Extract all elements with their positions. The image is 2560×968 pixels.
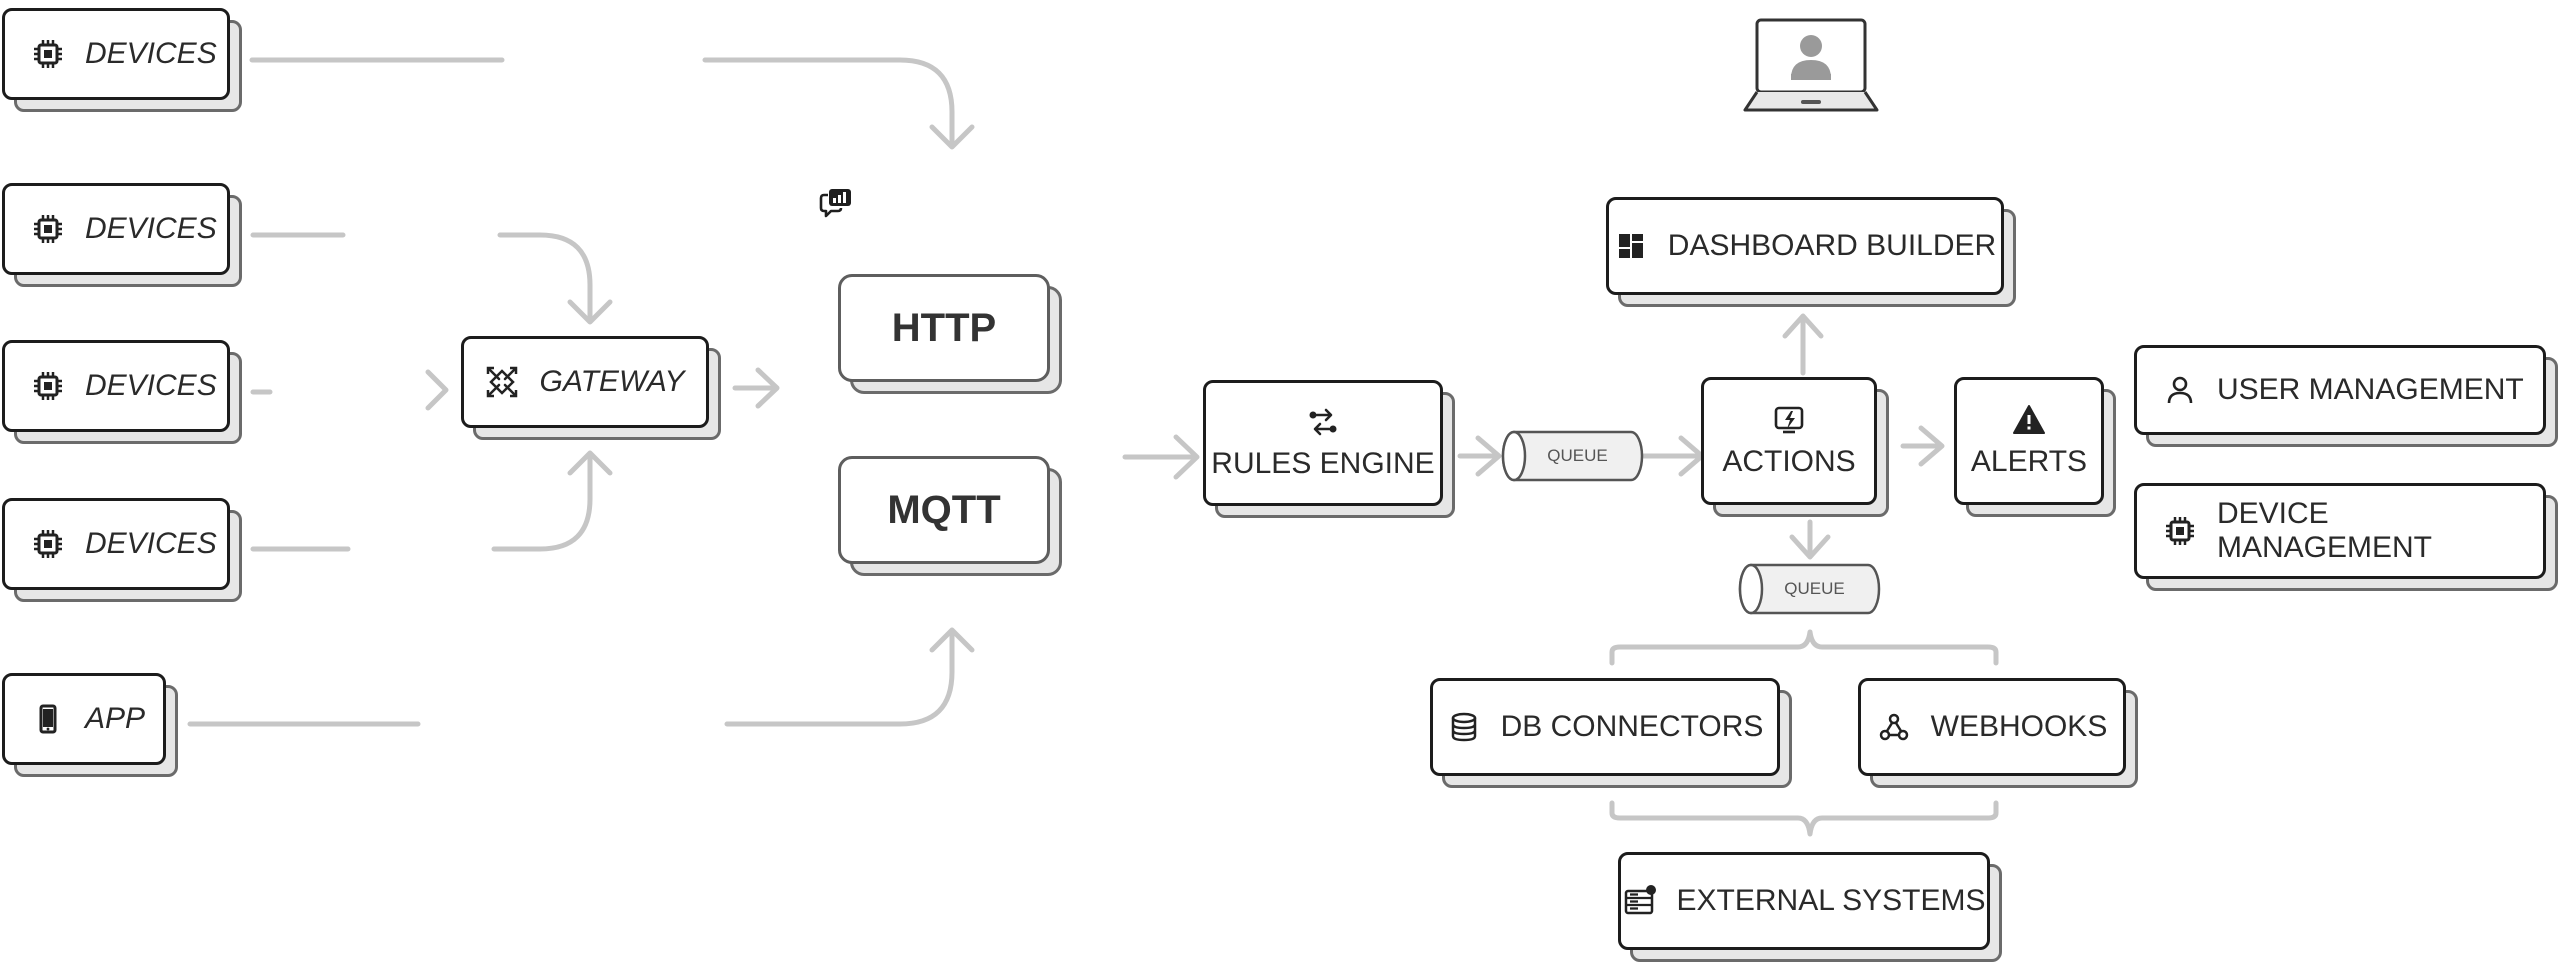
device-management-node: DEVICE MANAGEMENT: [2134, 483, 2558, 591]
webhooks-node: WEBHOOKS: [1858, 678, 2138, 788]
queue-label: QUEUE: [1784, 579, 1845, 598]
rules-engine-label: RULES ENGINE: [1211, 447, 1435, 480]
warning-icon: [2012, 403, 2046, 437]
db-connectors-node: DB CONNECTORS: [1430, 678, 1792, 788]
device-node-4: DEVICES: [2, 498, 242, 602]
device-label: DEVICES: [85, 37, 217, 70]
actions-icon: [1772, 403, 1806, 437]
chip-icon: [31, 369, 65, 403]
dashboard-builder-node: DASHBOARD BUILDER: [1606, 197, 2016, 307]
chat-chart-icon: [818, 186, 854, 220]
chip-icon: [31, 212, 65, 246]
device-node-1: DEVICES: [2, 8, 242, 112]
chip-icon: [2163, 514, 2197, 548]
user-management-label: USER MANAGEMENT: [2217, 373, 2524, 406]
gateway-label: GATEWAY: [539, 365, 685, 398]
webhooks-label: WEBHOOKS: [1930, 710, 2108, 743]
connector-device2-gateway: [250, 232, 593, 323]
alerts-node: ALERTS: [1954, 377, 2116, 517]
device-label: DEVICES: [85, 527, 217, 560]
user-management-node: USER MANAGEMENT: [2134, 345, 2558, 447]
queue-label: QUEUE: [1547, 446, 1608, 465]
queue-rules-actions: QUEUE: [1500, 429, 1645, 483]
app-node: APP: [2, 673, 178, 777]
device-label: DEVICES: [85, 369, 217, 402]
alerts-label: ALERTS: [1970, 445, 2088, 478]
chip-icon: [31, 527, 65, 561]
device-label: DEVICES: [85, 212, 217, 245]
connector-device4-gateway: [250, 452, 593, 552]
mqtt-label: MQTT: [887, 487, 1001, 532]
external-systems-label: EXTERNAL SYSTEMS: [1676, 884, 1986, 917]
brace-top: [1609, 629, 1999, 666]
mqtt-node: MQTT: [838, 456, 1062, 576]
connector-app-mqtt: [187, 629, 955, 727]
connector-device1-http: [249, 57, 955, 148]
brace-bottom: [1609, 800, 1999, 837]
db-connectors-label: DB CONNECTORS: [1500, 710, 1764, 743]
gateway-node: GATEWAY: [461, 336, 721, 440]
webhook-icon: [1877, 710, 1911, 744]
laptop-user-icon: [1741, 16, 1881, 116]
rules-icon: [1306, 405, 1340, 439]
actions-node: ACTIONS: [1701, 377, 1889, 517]
dashboard-icon: [1614, 229, 1648, 263]
device-management-label: DEVICE MANAGEMENT: [2217, 497, 2433, 564]
database-icon: [1447, 710, 1481, 744]
gateway-icon: [485, 365, 519, 399]
user-icon: [2163, 373, 2197, 407]
rules-engine-node: RULES ENGINE: [1203, 380, 1455, 518]
queue-actions-outputs: QUEUE: [1737, 562, 1882, 616]
device-node-2: DEVICES: [2, 183, 242, 287]
http-node: HTTP: [838, 274, 1062, 394]
smartphone-icon: [31, 702, 65, 736]
server-icon: [1623, 884, 1657, 918]
external-systems-node: EXTERNAL SYSTEMS: [1618, 852, 2002, 962]
actions-label: ACTIONS: [1722, 445, 1856, 478]
dashboard-builder-label: DASHBOARD BUILDER: [1667, 229, 1997, 262]
device-node-3: DEVICES: [2, 340, 242, 444]
http-label: HTTP: [891, 305, 997, 350]
chip-icon: [31, 37, 65, 71]
app-label: APP: [85, 702, 146, 735]
